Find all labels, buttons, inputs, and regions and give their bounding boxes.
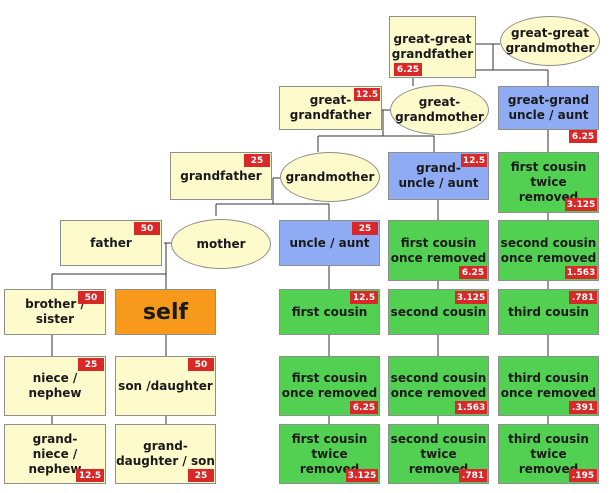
- node-label: grand- uncle / aunt: [398, 161, 479, 190]
- relatedness-badge: 12.5: [461, 154, 487, 167]
- node-third-cousin: third cousin .781: [498, 289, 599, 335]
- node-father: father 50: [60, 220, 162, 266]
- relatedness-badge: 12.5: [354, 88, 380, 101]
- relatedness-badge: 25: [188, 469, 214, 482]
- node-first-cousin-once-removed-up: first cousin once removed 6.25: [388, 220, 489, 281]
- relatedness-badge: .391: [569, 401, 597, 414]
- node-grand-niece-nephew: grand- niece / nephew 12.5: [4, 424, 106, 484]
- node-grandmother: grandmother: [280, 152, 380, 202]
- node-first-cousin-twice-removed-up: first cousin twice removed 3.125: [498, 152, 599, 213]
- node-label: grandfather: [180, 168, 262, 183]
- relatedness-badge: .781: [569, 291, 597, 304]
- node-label: first cousin once removed: [281, 371, 378, 400]
- node-third-cousin-twice-removed: third cousin twice removed .195: [498, 424, 599, 484]
- relatedness-badge: 3.125: [346, 469, 378, 482]
- node-label: great- grandfather: [289, 93, 372, 122]
- node-first-cousin: first cousin 12.5: [279, 289, 380, 335]
- relatedness-badge: .195: [569, 469, 597, 482]
- node-great-grandmother: great- grandmother: [390, 85, 489, 135]
- node-label: first cousin: [291, 304, 368, 319]
- node-label: great-great grandmother: [505, 26, 595, 55]
- node-label: great- grandmother: [395, 95, 484, 124]
- relatedness-badge: 50: [78, 291, 104, 304]
- node-label: niece / nephew: [28, 371, 82, 400]
- node-label: mother: [196, 236, 246, 251]
- node-second-cousin-once-removed-down: second cousin once removed 1.563: [388, 356, 489, 416]
- node-label: uncle / aunt: [289, 235, 370, 250]
- relatedness-badge: 3.125: [455, 291, 487, 304]
- node-grandfather: grandfather 25: [170, 152, 272, 200]
- node-mother: mother: [171, 219, 271, 269]
- node-label: second cousin: [390, 304, 487, 319]
- node-great-grandfather: great- grandfather 12.5: [279, 86, 382, 130]
- node-son-daughter: son /daughter 50: [115, 356, 216, 416]
- node-label: third cousin twice removed: [508, 431, 589, 476]
- node-first-cousin-twice-removed-down: first cousin twice removed 3.125: [279, 424, 380, 484]
- relatedness-badge: 6.25: [569, 130, 597, 143]
- relatedness-badge: 3.125: [565, 198, 597, 211]
- node-label: son /daughter: [118, 378, 213, 393]
- relatedness-badge: 1.563: [565, 266, 597, 279]
- node-second-cousin-twice-removed: second cousin twice removed .781: [388, 424, 489, 484]
- relatedness-badge: 6.25: [350, 401, 378, 414]
- node-second-cousin: second cousin 3.125: [388, 289, 489, 335]
- relatedness-badge: 1.563: [455, 401, 487, 414]
- node-niece-nephew: niece / nephew 25: [4, 356, 106, 416]
- node-great-great-grandmother: great-great grandmother: [500, 16, 600, 66]
- node-label: first cousin twice removed: [291, 431, 368, 476]
- node-grand-uncle-aunt: grand- uncle / aunt 12.5: [388, 152, 489, 200]
- node-label: third cousin: [508, 304, 589, 319]
- node-label: second cousin twice removed: [390, 431, 487, 476]
- node-label: grand- niece / nephew: [28, 431, 82, 476]
- node-first-cousin-once-removed-down: first cousin once removed 6.25: [279, 356, 380, 416]
- node-label: father: [90, 235, 132, 250]
- node-grand-daughter-son: grand- daughter / son 25: [115, 424, 216, 484]
- node-label: second cousin once removed: [500, 235, 597, 265]
- node-label: second cousin once removed: [390, 371, 487, 400]
- relatedness-badge: 25: [352, 222, 378, 235]
- relatedness-badge: 6.25: [394, 63, 422, 76]
- node-label: third cousin once removed: [500, 371, 597, 400]
- node-great-grand-uncle-aunt: great-grand uncle / aunt 6.25: [498, 86, 599, 143]
- relatedness-badge: 25: [78, 358, 104, 371]
- node-label: first cousin once removed: [390, 235, 487, 265]
- relatedness-badge: 50: [134, 222, 160, 235]
- node-great-great-grandfather: great-great grandfather 6.25: [389, 16, 476, 78]
- node-label: self: [142, 299, 189, 325]
- node-label: great-grand uncle / aunt: [507, 93, 590, 122]
- relatedness-badge: .781: [459, 469, 487, 482]
- node-uncle-aunt: uncle / aunt 25: [279, 220, 380, 266]
- relatedness-badge: 50: [188, 358, 214, 371]
- node-label: first cousin twice removed: [510, 160, 587, 204]
- node-label: grandmother: [285, 169, 375, 184]
- relatedness-badge: 25: [244, 154, 270, 167]
- node-third-cousin-once-removed: third cousin once removed .391: [498, 356, 599, 416]
- node-second-cousin-once-removed-up: second cousin once removed 1.563: [498, 220, 599, 281]
- node-self: self: [115, 289, 216, 335]
- node-brother-sister: brother / sister 50: [4, 289, 106, 335]
- relatedness-badge: 12.5: [350, 291, 378, 304]
- relatedness-badge: 6.25: [459, 266, 487, 279]
- relatedness-badge: 12.5: [76, 469, 104, 482]
- node-label: brother / sister: [25, 297, 85, 326]
- node-label: great-great grandfather: [391, 32, 474, 61]
- node-label: grand- daughter / son: [116, 439, 215, 468]
